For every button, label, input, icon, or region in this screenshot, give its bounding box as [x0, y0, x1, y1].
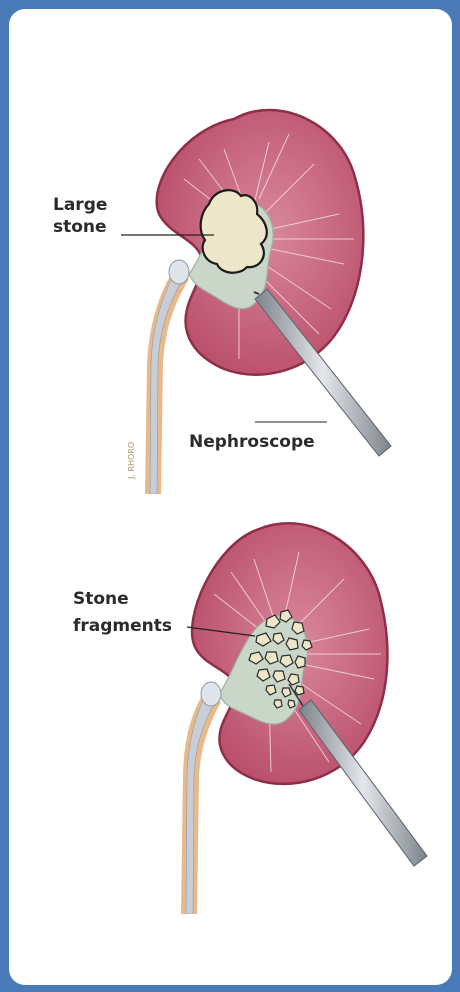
ureter-stent — [150, 274, 181, 494]
ureter-junction — [201, 682, 221, 706]
large-stone-label-line2: stone — [53, 217, 107, 237]
figure-card: Large stone Nephroscope J. RHORO — [9, 9, 452, 985]
nephroscope-label: Nephroscope — [189, 432, 315, 452]
ureter-junction — [169, 260, 189, 284]
kidney-illustration-large-stone: Large stone Nephroscope J. RHORO — [9, 64, 452, 494]
large-stone-label-line1: Large — [53, 195, 107, 215]
stone-fragments-label-line2: fragments — [73, 616, 172, 636]
stone-fragments-panel: Stone fragments — [9, 514, 452, 914]
large-stone-panel: Large stone Nephroscope J. RHORO — [9, 64, 452, 494]
stone-fragments-label-line1: Stone — [73, 589, 129, 609]
kidney-illustration-fragments: Stone fragments — [9, 514, 452, 914]
artist-signature: J. RHORO — [127, 442, 136, 480]
